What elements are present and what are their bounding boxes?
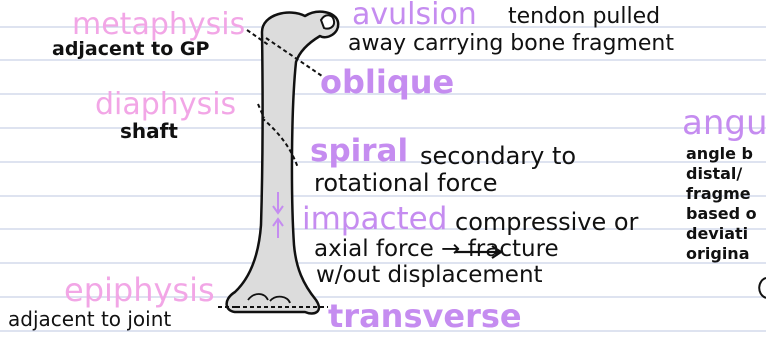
impacted-desc-line3: w/out displacement (316, 264, 543, 287)
oblique-label: oblique (320, 66, 454, 98)
edge-circle-mark (759, 278, 766, 298)
avulsion-desc-line2: away carrying bone fragment (348, 33, 674, 55)
metaphysis-note: adjacent to GP (52, 40, 209, 59)
transverse-label: transverse (328, 300, 522, 332)
epiphysis-label: epiphysis (64, 274, 215, 306)
angulated-desc-line2: distal/ (686, 166, 742, 182)
avulsion-desc-line1: tendon pulled (508, 6, 660, 28)
diaphysis-note: shaft (120, 121, 178, 141)
angulated-label: angu (682, 106, 766, 140)
impacted-desc-line2: axial force → fracture (314, 238, 559, 261)
spiral-desc-line1: secondary to (420, 144, 576, 168)
epiphysis-note: adjacent to joint (8, 309, 171, 329)
metaphysis-label: metaphysis (72, 10, 245, 40)
angulated-desc-line3: fragme (686, 186, 751, 202)
angulated-desc-line6: origina (686, 246, 750, 262)
angulated-desc-line4: based o (686, 206, 757, 222)
angulated-desc-line5: deviati (686, 226, 748, 242)
impacted-label: impacted (302, 204, 447, 235)
diaphysis-label: diaphysis (95, 90, 236, 120)
avulsion-label: avulsion (352, 0, 477, 30)
spiral-desc-line2: rotational force (314, 171, 498, 195)
avulsion-fragment-icon (321, 15, 334, 28)
impacted-desc-line1: compressive or (455, 210, 638, 234)
spiral-label: spiral (310, 136, 408, 167)
angulated-desc-line1: angle b (686, 146, 753, 162)
